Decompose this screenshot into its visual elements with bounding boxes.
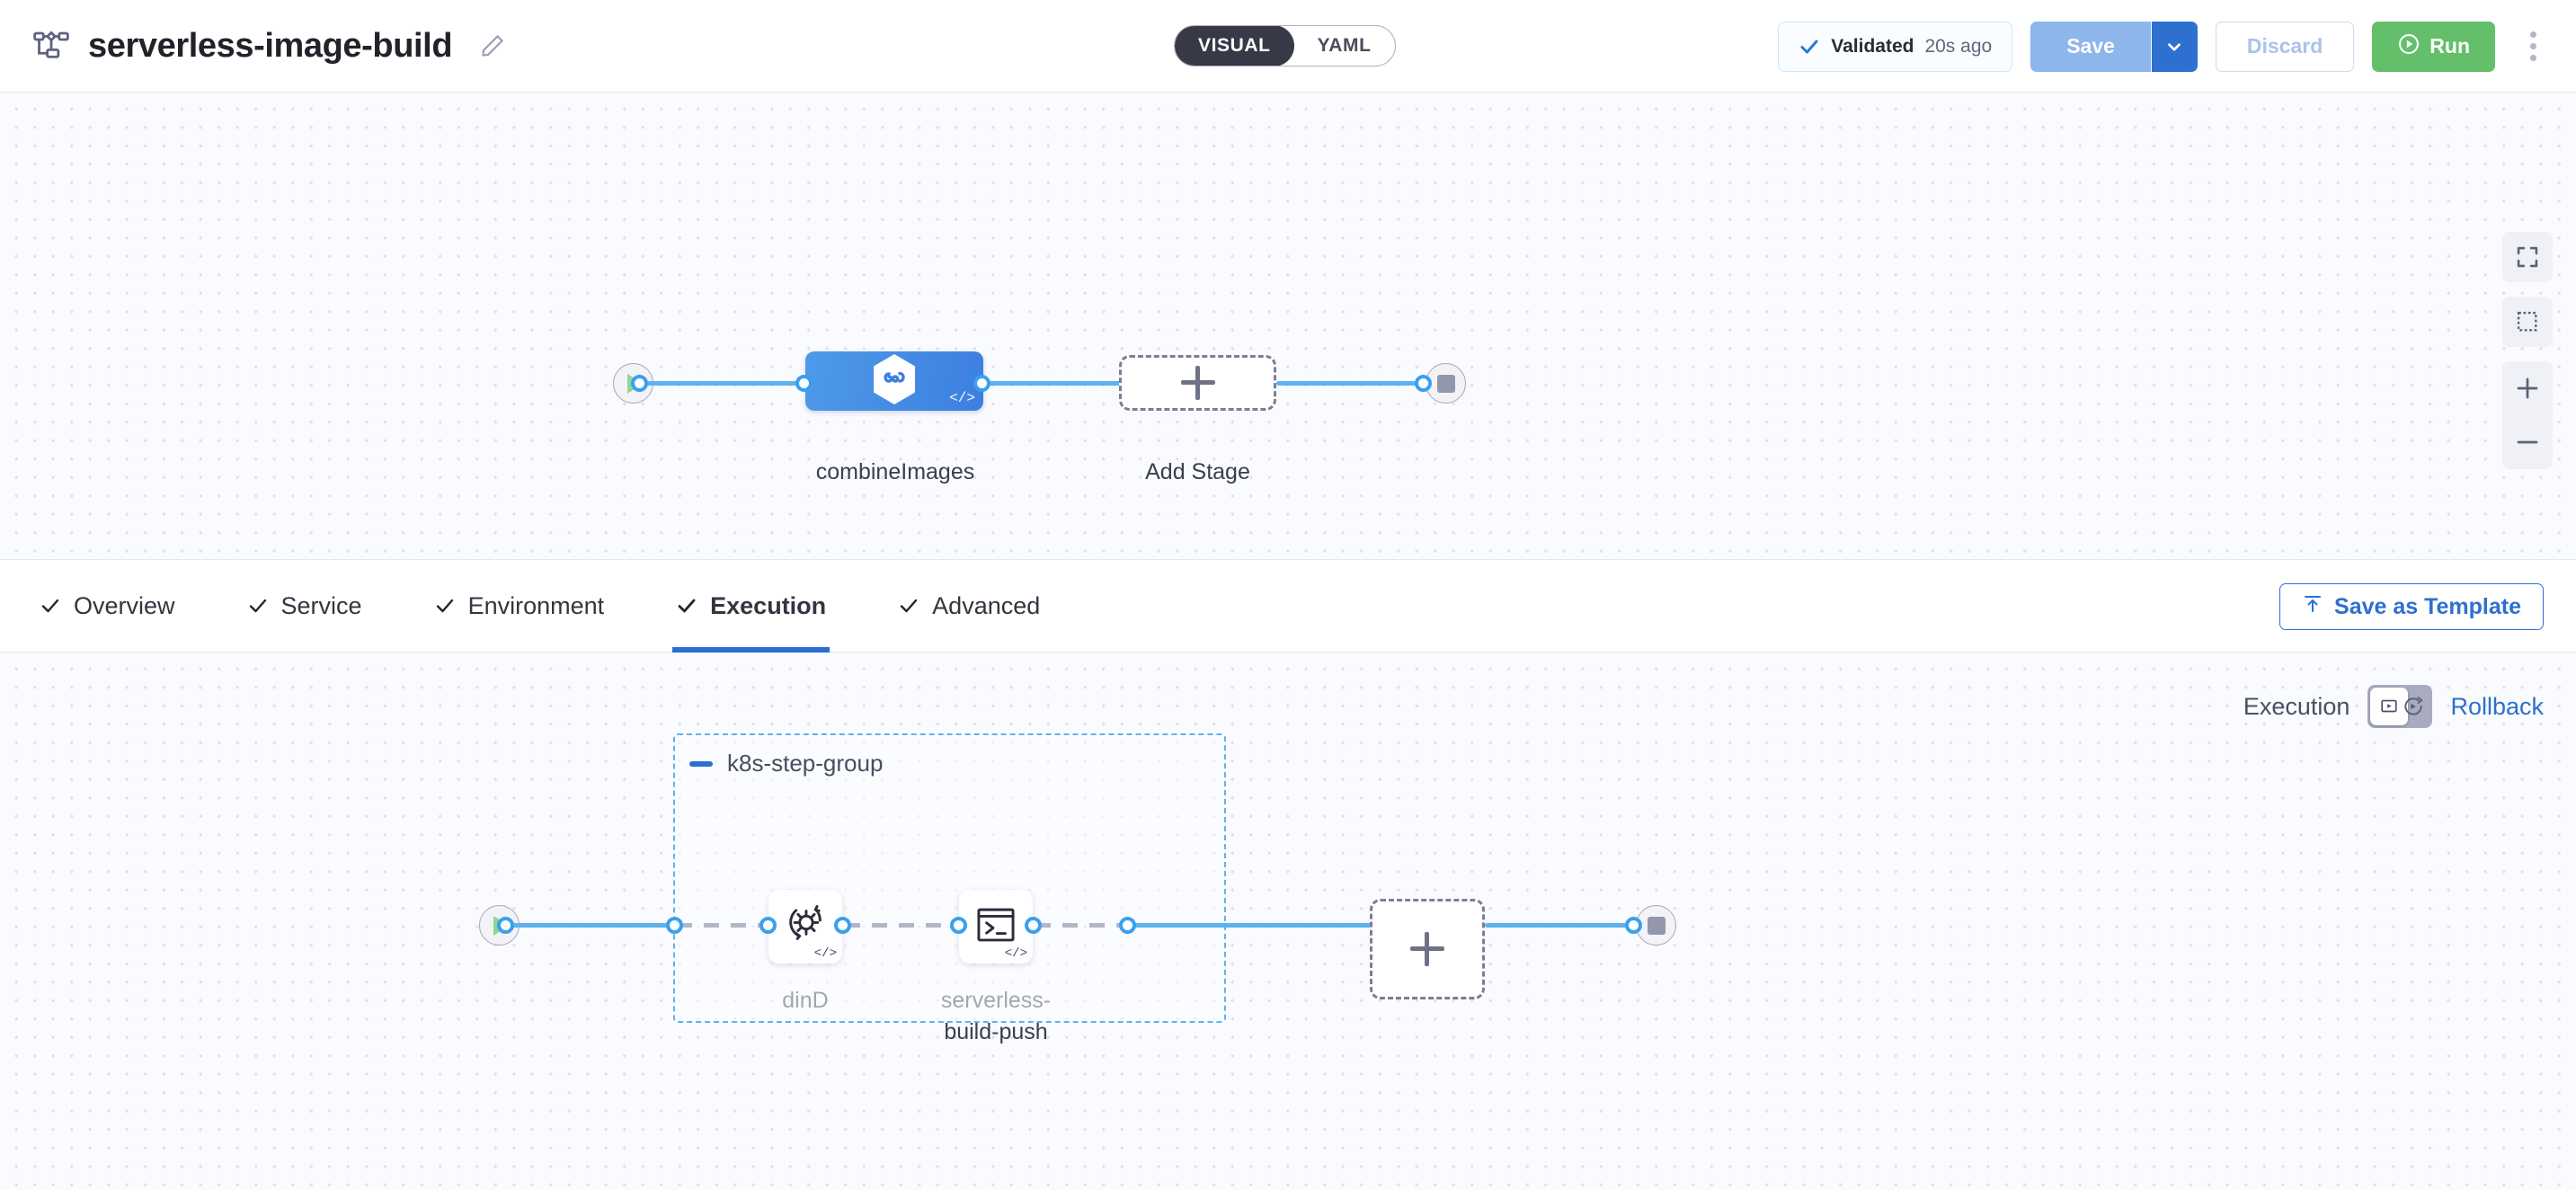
add-stage-label: Add Stage	[1145, 459, 1250, 484]
run-label: Run	[2429, 34, 2470, 58]
tab-service[interactable]: Service	[247, 559, 362, 653]
exec-start-output-port[interactable]	[497, 917, 514, 934]
save-split-button: Save	[2030, 21, 2198, 72]
validated-label: Validated	[1831, 35, 1914, 57]
tab-advanced[interactable]: Advanced	[898, 559, 1040, 653]
chevron-down-icon[interactable]	[2150, 21, 2198, 72]
template-upload-icon	[2302, 593, 2323, 621]
header-left: serverless-image-build	[0, 27, 506, 66]
mode-yaml[interactable]: YAML	[1317, 35, 1372, 56]
execution-rollback-switch: Execution Rollback	[2243, 685, 2544, 728]
tab-label: Execution	[710, 591, 827, 619]
edge-addstep-to-end	[1485, 923, 1639, 928]
canvas-controls	[2502, 232, 2553, 469]
stage-code-badge: </>	[949, 390, 975, 406]
start-output-port[interactable]	[631, 375, 648, 392]
edge-execstart-to-group	[508, 923, 674, 928]
header-actions: Validated 20s ago Save Discard	[1778, 0, 2553, 93]
stage-output-port[interactable]	[973, 375, 990, 392]
zoom-controls	[2502, 361, 2553, 469]
check-icon	[676, 595, 697, 617]
rollback-mode-label[interactable]: Rollback	[2450, 692, 2544, 720]
tab-label: Overview	[74, 591, 175, 619]
stage-tabbar: Overview Service Environment Execution	[0, 559, 2576, 653]
tab-list: Overview Service Environment Execution	[0, 559, 1040, 653]
play-circle-icon	[2397, 32, 2421, 61]
tab-label: Environment	[467, 591, 605, 619]
check-icon	[247, 595, 269, 617]
zoom-out-button[interactable]	[2502, 415, 2553, 469]
step-group-title: k8s-step-group	[727, 750, 884, 777]
edge-serverless-to-groupout	[1035, 923, 1125, 928]
tab-execution[interactable]: Execution	[672, 559, 831, 653]
rollback-icon	[2402, 695, 2425, 723]
minus-icon[interactable]	[689, 760, 713, 767]
save-as-template-label: Save as Template	[2334, 593, 2521, 619]
harness-hexagon-icon	[869, 352, 919, 411]
step-group-k8s[interactable]	[673, 733, 1226, 1023]
stage-label: combineImages	[815, 459, 975, 484]
edge-addstage-to-end	[1276, 381, 1429, 386]
pencil-icon[interactable]	[470, 32, 506, 59]
save-button[interactable]: Save	[2030, 21, 2151, 72]
edge-group-to-addstep	[1130, 923, 1372, 928]
dind-output-port[interactable]	[834, 917, 851, 934]
execution-mode-label: Execution	[2243, 692, 2350, 720]
zoom-in-button[interactable]	[2502, 361, 2553, 415]
serverless-output-port[interactable]	[1025, 917, 1042, 934]
run-button[interactable]: Run	[2372, 21, 2495, 72]
edge-dind-to-serverless	[845, 923, 957, 928]
add-step-button[interactable]	[1370, 899, 1485, 999]
check-icon	[434, 595, 456, 617]
check-icon	[40, 595, 61, 617]
edge-start-to-stage	[642, 381, 813, 386]
tab-label: Service	[280, 591, 362, 619]
discard-button[interactable]: Discard	[2215, 21, 2355, 72]
add-stage-button[interactable]	[1119, 355, 1276, 411]
group-input-port[interactable]	[666, 917, 683, 934]
tab-overview[interactable]: Overview	[40, 559, 175, 653]
validated-time: 20s ago	[1924, 35, 1993, 57]
end-input-port[interactable]	[1415, 375, 1432, 392]
check-icon	[1799, 36, 1820, 58]
group-output-port[interactable]	[1119, 917, 1136, 934]
stage-input-port[interactable]	[795, 375, 813, 392]
status-badge: Validated 20s ago	[1778, 21, 2013, 72]
plus-icon	[1410, 932, 1444, 966]
terminal-icon	[973, 901, 1019, 953]
mode-toggle-switch[interactable]	[2367, 685, 2433, 728]
stage-canvas[interactable]: </> combineImages Add Stage	[0, 93, 2576, 559]
check-icon	[898, 595, 919, 617]
serverless-code-badge: </>	[1004, 946, 1027, 961]
view-mode-toggle[interactable]: VISUAL YAML	[1174, 25, 1396, 67]
dind-code-badge: </>	[813, 946, 837, 961]
pipeline-flow-icon	[32, 27, 70, 65]
stage-node-combineimages[interactable]: </>	[805, 351, 983, 411]
execution-icon	[2370, 688, 2409, 725]
tab-environment[interactable]: Environment	[434, 559, 605, 653]
tab-label: Advanced	[932, 591, 1041, 619]
save-as-template-button[interactable]: Save as Template	[2279, 583, 2544, 630]
serverless-input-port[interactable]	[950, 917, 967, 934]
step-node-dind[interactable]: </>	[768, 890, 842, 964]
exec-end-input-port[interactable]	[1625, 917, 1642, 934]
page-title: serverless-image-build	[88, 26, 453, 65]
dashed-square-icon[interactable]	[2502, 297, 2553, 347]
execution-canvas[interactable]: Execution Rollback	[0, 653, 2576, 1190]
mode-visual[interactable]: VISUAL	[1175, 26, 1294, 66]
more-vertical-icon[interactable]	[2513, 22, 2553, 72]
step-group-header[interactable]: k8s-step-group	[689, 750, 883, 777]
gear-rotate-icon	[780, 900, 831, 955]
plus-icon	[1180, 366, 1215, 400]
edge-group-to-dind	[677, 923, 767, 928]
pipeline-end-node[interactable]	[1426, 363, 1466, 404]
dind-input-port[interactable]	[759, 917, 777, 934]
expand-icon[interactable]	[2502, 232, 2553, 282]
step-node-serverless-build-push[interactable]: </>	[959, 890, 1033, 964]
edge-stage-to-addstage	[982, 381, 1121, 386]
stop-icon	[1426, 363, 1466, 404]
app-header: serverless-image-build VISUAL YAML Va	[0, 0, 2576, 93]
